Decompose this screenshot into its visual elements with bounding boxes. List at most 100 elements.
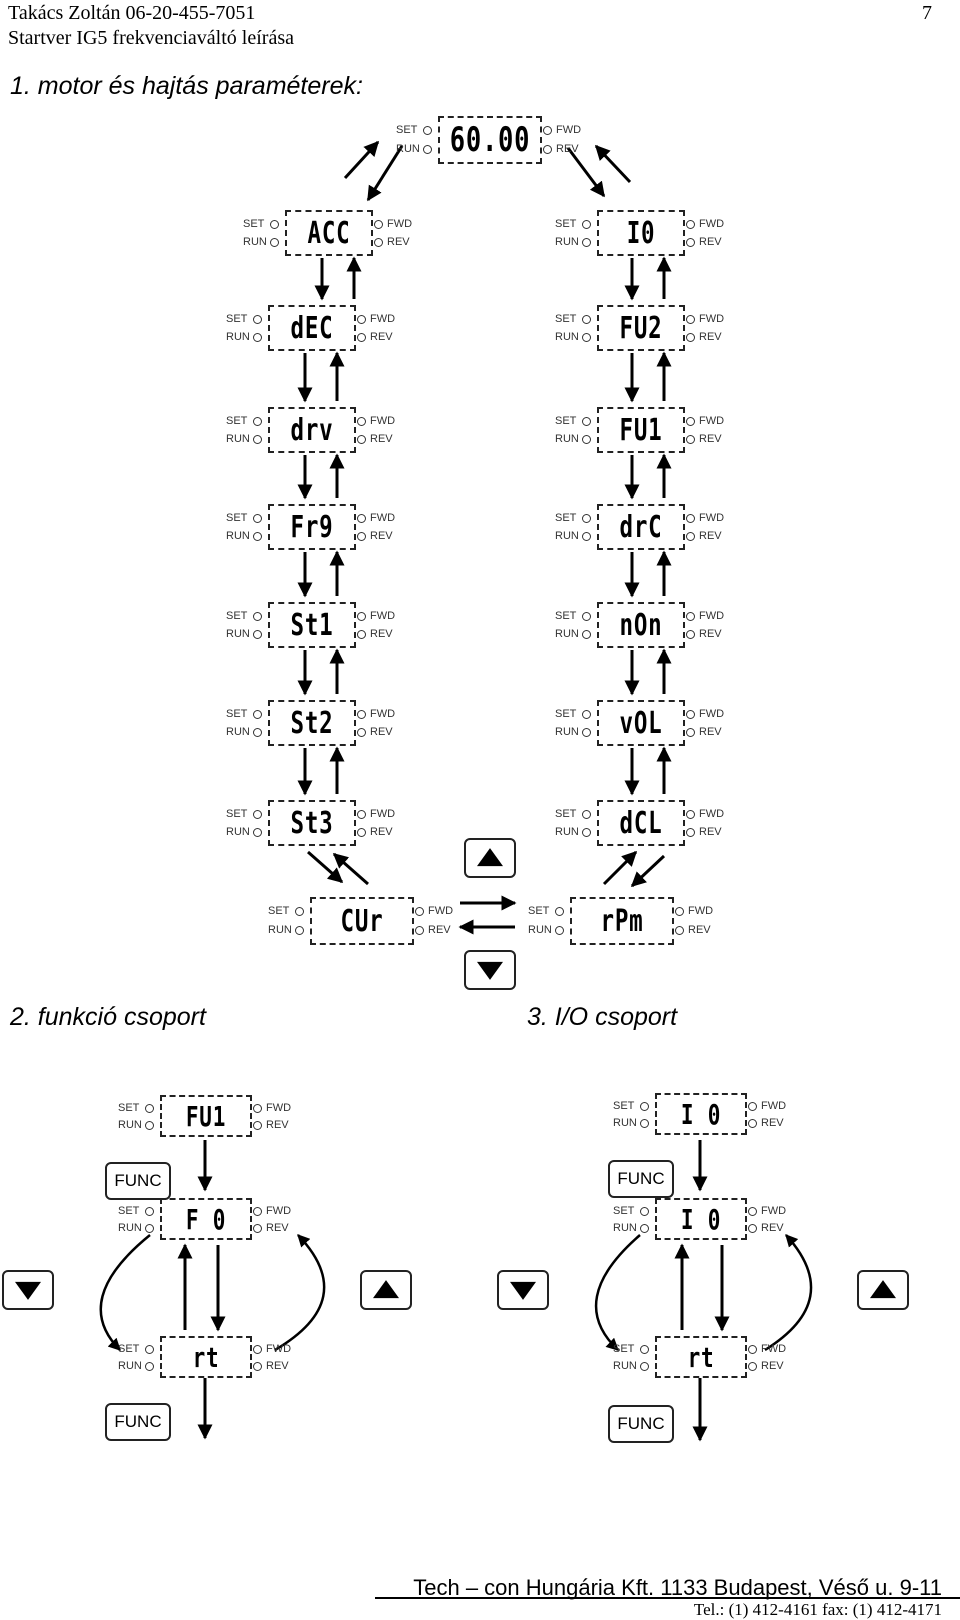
left-param-6-set-label: SET (226, 707, 248, 720)
right-param-4-screen: drC (597, 504, 685, 550)
left-param-4-screen: Fr9 (268, 504, 356, 550)
left-param-7-run-label: RUN (226, 826, 250, 839)
down-key-button[interactable] (464, 950, 516, 990)
right-param-1-rev-led (686, 238, 695, 248)
func-group-middle-rev-led (253, 1223, 262, 1233)
io-group-top-rev-led (748, 1118, 757, 1128)
func-group-middle-fwd-label: FWD (266, 1204, 292, 1217)
left-param-4-set-led (253, 513, 262, 523)
right-param-1-screen: I0 (597, 210, 685, 256)
io-group-middle-rev-led (748, 1223, 757, 1233)
io-group-bottom-run-label: RUN (613, 1359, 637, 1372)
down-key-right[interactable] (497, 1270, 549, 1310)
arrow-3 (594, 144, 632, 184)
left-param-2-value: dEC (290, 310, 334, 346)
right-param-5-rev-led (686, 630, 695, 640)
left-param-3-rev-label: REV (370, 433, 393, 446)
right-param-4-value: drC (619, 509, 663, 545)
up-key-left[interactable] (360, 1270, 412, 1310)
caption-function-group: 2. funkció csoport (10, 1003, 206, 1031)
left-param-4-fwd-label: FWD (370, 511, 396, 524)
curved-arrow-44 (594, 1234, 641, 1351)
left-param-4-fwd-led (357, 513, 366, 523)
right-param-3-run-led (582, 435, 591, 445)
up-key-right[interactable] (857, 1270, 909, 1310)
left-param-1-fwd-led (374, 219, 383, 229)
func-button-left-1[interactable]: FUNC (105, 1162, 171, 1200)
top-display-run-led (423, 145, 432, 155)
func-group-bottom-fwd-label: FWD (266, 1342, 292, 1355)
left-param-6-rev-label: REV (370, 726, 393, 739)
left-param-4-set-label: SET (226, 511, 248, 524)
right-param-2-set-led (582, 314, 591, 324)
bottom-left-param-screen: CUr (310, 897, 414, 945)
triangle-up-icon (373, 1280, 399, 1299)
right-param-4-fwd-led (686, 513, 695, 523)
triangle-up-icon (870, 1280, 896, 1299)
right-param-7-set-led (582, 809, 591, 819)
io-group-top-screen: I 0 (655, 1093, 747, 1135)
left-param-7-rev-label: REV (370, 826, 393, 839)
bottom-right-param-fwd-led (675, 906, 684, 916)
arrow-31 (630, 854, 666, 888)
right-param-6-fwd-label: FWD (699, 707, 725, 720)
left-param-6-rev-led (357, 728, 366, 738)
left-param-6-fwd-led (357, 709, 366, 719)
right-param-1-value: I0 (626, 215, 656, 251)
left-param-2-set-led (253, 314, 262, 324)
left-param-1-run-led (270, 238, 279, 248)
curved-arrow-45 (764, 1234, 813, 1352)
right-param-7-rev-led (686, 828, 695, 838)
arrow-29 (332, 852, 369, 886)
right-param-5-run-led (582, 630, 591, 640)
arrow-1 (366, 145, 404, 202)
right-param-4-fwd-label: FWD (699, 511, 725, 524)
right-param-1-fwd-led (686, 219, 695, 229)
func-button-left-2[interactable]: FUNC (105, 1403, 171, 1441)
right-param-7-value: dCL (619, 805, 663, 841)
func-group-middle-value: F 0 (185, 1202, 227, 1236)
left-param-5-set-led (253, 611, 262, 621)
right-param-4-run-label: RUN (555, 530, 579, 543)
right-param-5-set-label: SET (555, 609, 577, 622)
func-button-right-2[interactable]: FUNC (608, 1405, 674, 1443)
right-param-5-fwd-led (686, 611, 695, 621)
right-param-5-run-label: RUN (555, 628, 579, 641)
func-group-middle-rev-label: REV (266, 1221, 289, 1234)
func-button-right-1[interactable]: FUNC (608, 1160, 674, 1198)
right-param-6-set-label: SET (555, 707, 577, 720)
left-param-5-run-led (253, 630, 262, 640)
up-key-button[interactable] (464, 838, 516, 878)
func-group-top-rev-led (253, 1120, 262, 1130)
right-param-5-screen: nOn (597, 602, 685, 648)
right-param-5-fwd-label: FWD (699, 609, 725, 622)
left-param-6-screen: St2 (268, 700, 356, 746)
section-title: 1. motor és hajtás paraméterek: (10, 72, 363, 100)
right-param-4-set-label: SET (555, 511, 577, 524)
down-key-left[interactable] (2, 1270, 54, 1310)
left-param-7-set-label: SET (226, 807, 248, 820)
footer-rule (375, 1597, 960, 1599)
left-param-3-fwd-led (357, 416, 366, 426)
right-param-7-fwd-label: FWD (699, 807, 725, 820)
top-display-value: 60.00 (449, 120, 531, 160)
left-param-5-rev-label: REV (370, 628, 393, 641)
bottom-left-param-run-led (295, 926, 304, 936)
triangle-up-icon (477, 848, 503, 867)
io-group-middle-screen: I 0 (655, 1198, 747, 1240)
left-param-2-screen: dEC (268, 305, 356, 351)
io-group-bottom-fwd-label: FWD (761, 1342, 787, 1355)
left-param-2-set-label: SET (226, 312, 248, 325)
left-param-5-rev-led (357, 630, 366, 640)
func-group-top-run-led (145, 1120, 154, 1130)
left-param-7-run-led (253, 828, 262, 838)
right-param-1-set-led (582, 219, 591, 229)
right-param-2-screen: FU2 (597, 305, 685, 351)
left-param-7-screen: St3 (268, 800, 356, 846)
left-param-3-run-label: RUN (226, 433, 250, 446)
io-group-middle-rev-label: REV (761, 1221, 784, 1234)
left-param-5-fwd-led (357, 611, 366, 621)
left-param-3-screen: drv (268, 407, 356, 453)
right-param-2-rev-label: REV (699, 331, 722, 344)
func-group-top-value: FU1 (185, 1099, 227, 1133)
